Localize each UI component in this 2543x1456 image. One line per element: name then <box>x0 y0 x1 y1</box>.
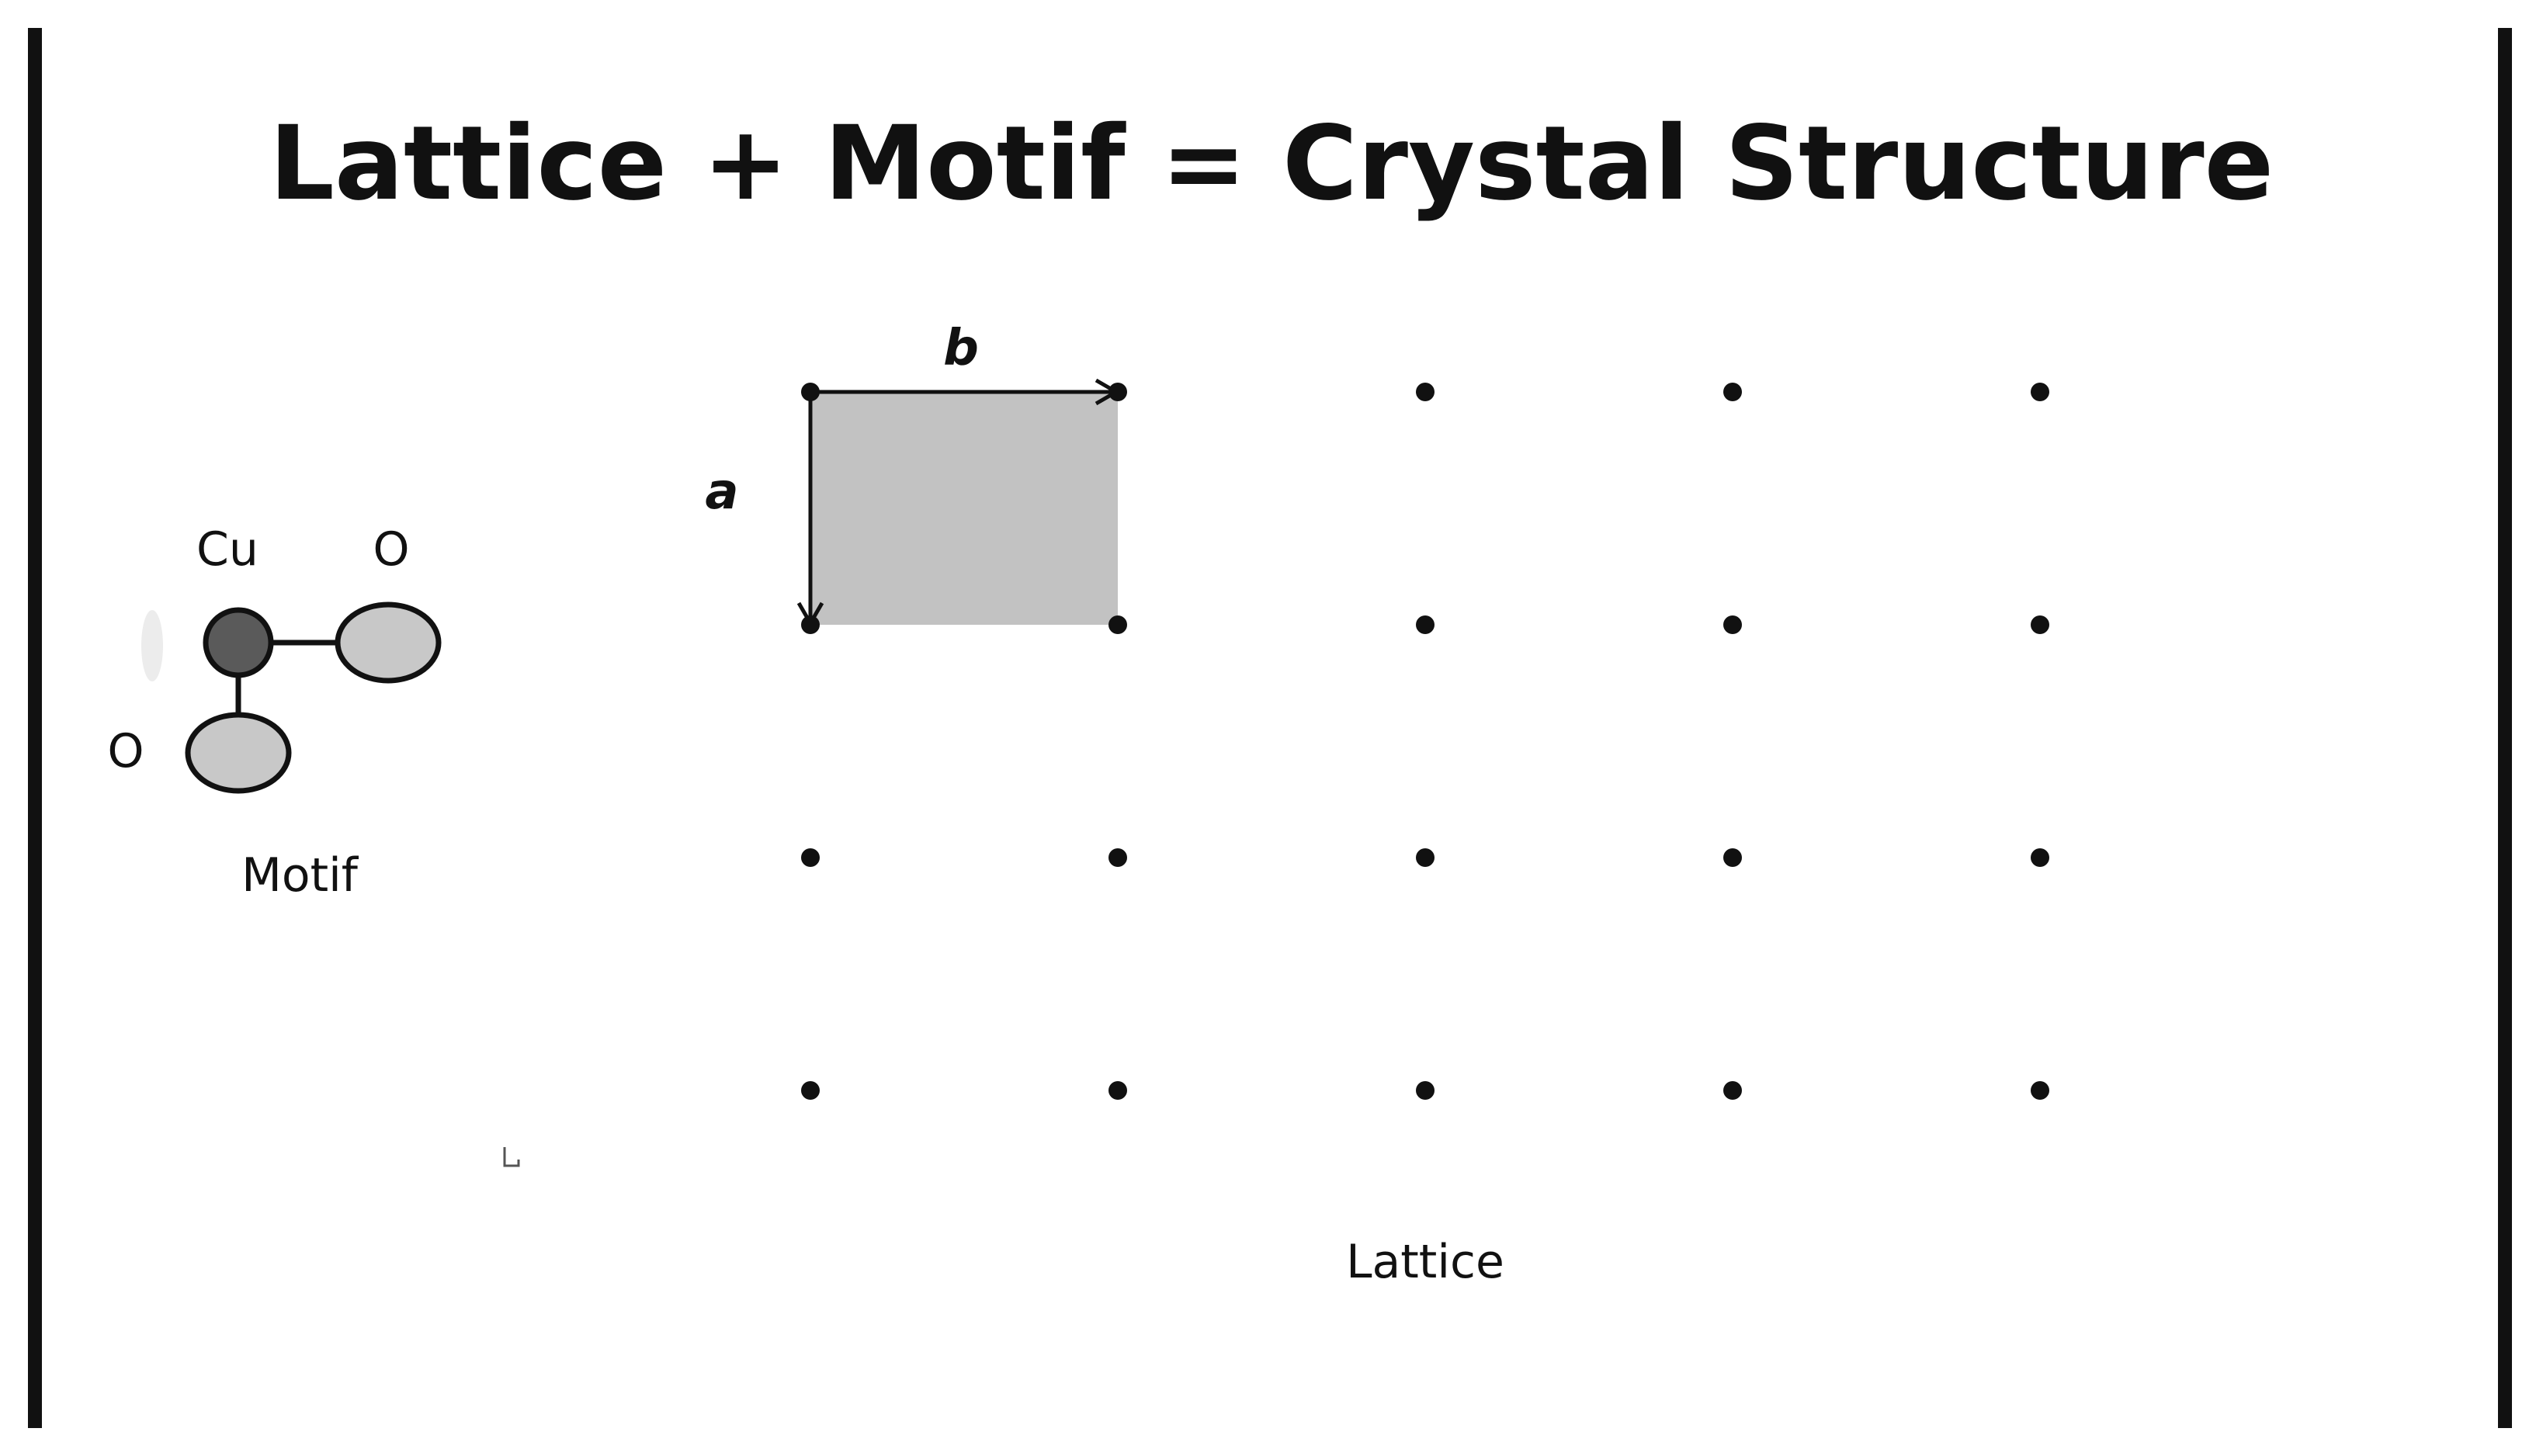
lattice-point <box>2031 848 2049 867</box>
cu-atom <box>203 607 274 678</box>
unit-cell <box>810 392 1118 625</box>
lattice-point <box>801 383 820 401</box>
lattice-point <box>1416 615 1435 634</box>
left-frame-bar <box>28 28 42 1428</box>
lattice-point <box>1108 1081 1127 1100</box>
lattice-point <box>801 848 820 867</box>
motif-group <box>141 601 442 794</box>
lattice-point <box>1723 848 1742 867</box>
page-title: Lattice + Motif = Crystal Structure <box>269 104 2274 224</box>
lattice-point <box>2031 615 2049 634</box>
lattice-point <box>1416 1081 1435 1100</box>
vector-b-label: b <box>943 320 979 377</box>
motif-shadow <box>141 610 163 681</box>
cu-label: Cu <box>196 522 258 577</box>
lattice-point <box>1416 383 1435 401</box>
o-label-bottom: O <box>107 724 144 778</box>
o-atom-bottom <box>185 712 292 794</box>
lattice-points <box>801 383 2049 1100</box>
motif-caption: Motif <box>241 848 359 903</box>
o-label-right: O <box>373 522 409 577</box>
lattice-caption: Lattice <box>1346 1235 1504 1289</box>
lattice-point <box>801 1081 820 1100</box>
lattice-point <box>1723 615 1742 634</box>
lattice-point <box>1108 615 1127 634</box>
lattice-point <box>1416 848 1435 867</box>
o-atom-right <box>335 601 442 684</box>
lattice-point <box>2031 1081 2049 1100</box>
lattice-point <box>1108 848 1127 867</box>
lattice-point <box>2031 383 2049 401</box>
lattice-point <box>801 615 820 634</box>
cursor-mark-icon <box>503 1147 520 1167</box>
lattice-point <box>1723 383 1742 401</box>
lattice-point <box>1723 1081 1742 1100</box>
lattice-point <box>1108 383 1127 401</box>
vector-a-label: a <box>705 463 738 521</box>
right-frame-bar <box>2498 28 2512 1428</box>
